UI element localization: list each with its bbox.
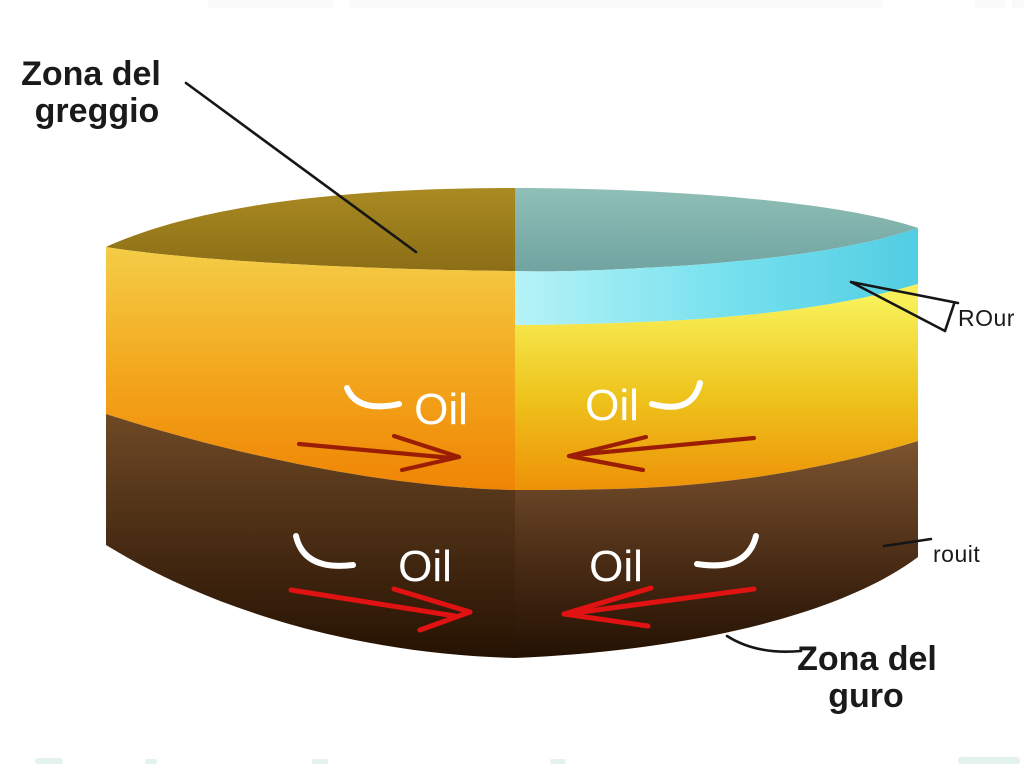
swoosh-icon — [694, 533, 759, 569]
swoosh-icon — [344, 385, 402, 410]
leader-line-water-band — [849, 280, 960, 333]
lower-right-tag-label: rouit — [933, 541, 980, 567]
leader-line-crude-zone — [184, 81, 418, 254]
oil-layer-right — [515, 284, 918, 490]
oil-label-upper-left: Oil — [414, 385, 468, 434]
top-edge-artifact — [208, 0, 1024, 8]
bottom-edge-artifact — [35, 757, 1020, 764]
flow-arrow-right-icon — [296, 433, 462, 473]
water-band-layer — [515, 228, 918, 325]
crude-zone-label-line2: greggio — [35, 92, 160, 130]
cylinder-top-face-right — [515, 188, 918, 272]
swoosh-icon — [649, 380, 703, 410]
upper-flow-arrows — [296, 433, 757, 473]
crude-zone-label-line1: Zona del — [21, 55, 161, 93]
water-band-tag-label: ROur — [958, 305, 1015, 331]
swoosh-icon — [293, 533, 356, 569]
oil-label-lower-left: Oil — [398, 542, 452, 591]
bottom-zone-label-line2: guro — [828, 677, 904, 715]
leader-line-bottom-zone — [725, 634, 803, 653]
flow-arrow-right-icon — [288, 586, 473, 633]
flow-arrow-left-icon — [566, 434, 757, 473]
oil-layer-left — [106, 247, 515, 490]
oil-label-lower-right: Oil — [589, 542, 643, 591]
lower-flow-arrows — [288, 585, 757, 633]
swoosh-icons — [293, 380, 759, 569]
flow-arrow-left-icon — [561, 585, 757, 629]
bottom-zone-label-line1: Zona del — [797, 640, 937, 678]
oil-label-upper-right: Oil — [585, 381, 639, 430]
leader-lines — [184, 81, 960, 653]
heavy-oil-layer-right — [515, 441, 918, 658]
leader-line-lower-right — [882, 537, 933, 548]
